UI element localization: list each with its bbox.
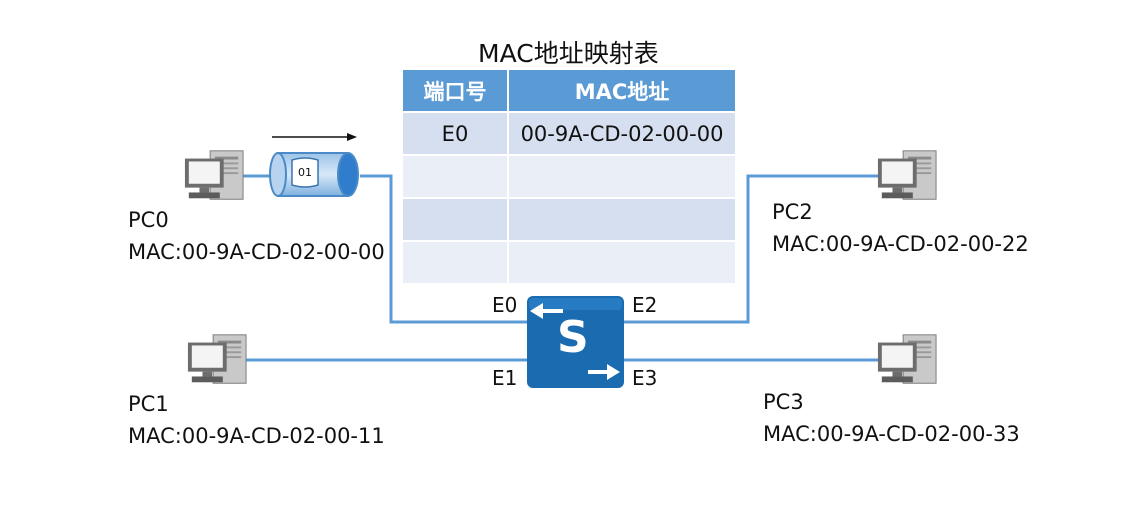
pc0-name: PC0 xyxy=(128,208,169,232)
column-header-mac: MAC地址 xyxy=(507,68,737,113)
data-frame-icon xyxy=(269,152,359,197)
table-cell-port xyxy=(401,154,509,199)
pc1-label: PC1 MAC:00-9A-CD-02-00-11 xyxy=(128,390,385,450)
frame-label: 01 xyxy=(298,166,312,179)
pc0-label: PC0 MAC:00-9A-CD-02-00-00 xyxy=(128,206,385,266)
pc3-label: PC3 MAC:00-9A-CD-02-00-33 xyxy=(763,388,1020,448)
table-cell-mac: 00-9A-CD-02-00-00 xyxy=(507,111,737,156)
link-pc0-e0-path xyxy=(360,174,527,324)
table-title: MAC地址映射表 xyxy=(478,39,659,68)
table-cell-port xyxy=(401,240,509,285)
frame-direction-arrow xyxy=(272,133,357,141)
table-cell-mac xyxy=(507,197,737,242)
pc1-mac: MAC:00-9A-CD-02-00-11 xyxy=(128,424,385,448)
switch-label: S xyxy=(557,312,589,363)
computer-icon-pc1 xyxy=(187,334,247,384)
table-row xyxy=(401,154,737,199)
pc0-mac: MAC:00-9A-CD-02-00-00 xyxy=(128,240,385,264)
port-label-e1: E1 xyxy=(492,366,518,390)
table-row xyxy=(401,197,737,242)
port-label-e0: E0 xyxy=(492,293,518,317)
table-cell-mac xyxy=(507,240,737,285)
table-row xyxy=(401,240,737,285)
computer-icon-pc0 xyxy=(184,150,244,200)
computer-icon-pc3 xyxy=(877,334,937,384)
computer-icon-pc2 xyxy=(877,150,937,200)
mac-address-table: 端口号 MAC地址 E0 00-9A-CD-02-00-00 xyxy=(401,68,737,285)
table-row: E0 00-9A-CD-02-00-00 xyxy=(401,111,737,156)
pc2-name: PC2 xyxy=(772,200,813,224)
table-header-row: 端口号 MAC地址 xyxy=(401,68,737,113)
pc2-mac: MAC:00-9A-CD-02-00-22 xyxy=(772,232,1029,256)
port-label-e2: E2 xyxy=(632,293,658,317)
table-cell-port: E0 xyxy=(401,111,509,156)
table-cell-mac xyxy=(507,154,737,199)
pc3-name: PC3 xyxy=(763,390,804,414)
table-cell-port xyxy=(401,197,509,242)
port-label-e3: E3 xyxy=(632,366,658,390)
column-header-port: 端口号 xyxy=(401,68,509,113)
pc1-name: PC1 xyxy=(128,392,169,416)
link-pc2-e2 xyxy=(624,174,878,324)
network-links xyxy=(243,174,878,362)
switch-icon xyxy=(527,296,624,388)
pc3-mac: MAC:00-9A-CD-02-00-33 xyxy=(763,422,1020,446)
pc2-label: PC2 MAC:00-9A-CD-02-00-22 xyxy=(772,198,1029,258)
